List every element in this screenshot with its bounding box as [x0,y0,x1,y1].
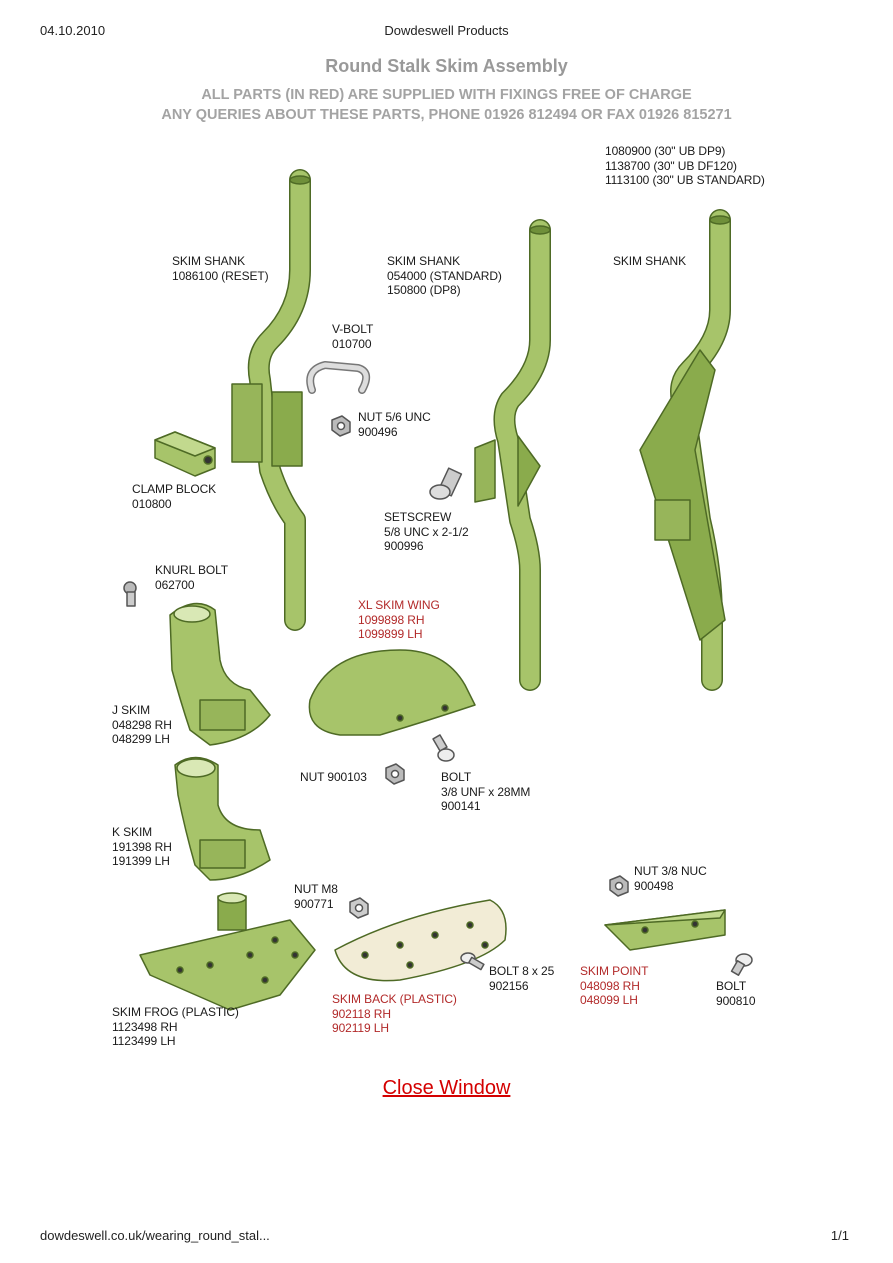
print-site-title: Dowdeswell Products [384,23,509,38]
v-bolt-part [306,361,371,394]
print-footer-url: dowdeswell.co.uk/wearing_round_stal... [40,1228,270,1243]
label-nut-900103: NUT 900103 [300,770,367,784]
label-ub-codes: 1080900 (30" UB DP9)1138700 (30" UB DF12… [605,144,765,187]
label-skim-shank-ub: SKIM SHANK [613,254,687,268]
nut-38-nuc-part [609,875,629,897]
close-window-container: Close Window [0,1077,893,1100]
knurl-bolt-part [123,581,137,607]
nut-m8-part [349,897,369,919]
bolt-900810-part [730,953,753,976]
j-skim-part [169,602,271,746]
skim-shank-standard-part [474,219,551,691]
parts-diagram [123,169,753,1011]
close-window-link[interactable]: Close Window [382,1077,511,1099]
nut-900103-part [385,763,405,785]
skim-frog-part [139,892,316,1011]
skim-shank-reset-part [231,169,311,631]
skim-point-part [604,909,726,951]
print-date: 04.10.2010 [40,23,106,38]
setscrew-part [429,467,463,500]
clamp-block-part [154,431,216,477]
subtitle-line-2: ANY QUERIES ABOUT THESE PARTS, PHONE 019… [161,107,732,123]
xl-skim-wing-part [308,649,476,736]
subtitle-line-1: ALL PARTS (IN RED) ARE SUPPLIED WITH FIX… [201,87,692,103]
nut-56-part [331,415,351,437]
k-skim-part [174,756,271,881]
bolt-8x25-part [460,952,485,971]
skim-shank-ub-part [639,209,731,691]
bolt-38-part [432,734,455,762]
print-page-number: 1/1 [830,1228,849,1243]
page-title: Round Stalk Skim Assembly [325,56,568,76]
